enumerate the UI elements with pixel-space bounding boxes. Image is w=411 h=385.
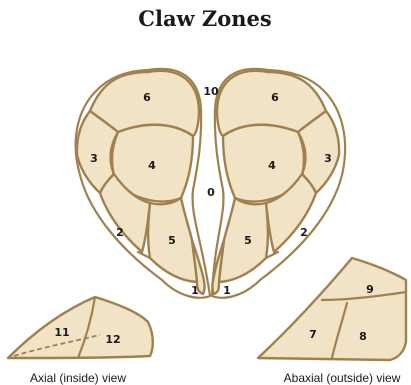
left-label-2: 2	[116, 226, 124, 239]
page-title: Claw Zones	[138, 6, 271, 31]
right-label-1: 1	[223, 284, 231, 297]
abaxial-caption: Abaxial (outside) view	[284, 371, 401, 385]
axial-caption: Axial (inside) view	[30, 371, 126, 385]
left-label-5: 5	[168, 234, 176, 247]
left-label-6: 6	[143, 91, 151, 104]
right-label-3: 3	[324, 152, 332, 165]
center-label-0: 0	[207, 186, 215, 199]
abaxial-outline	[258, 258, 406, 360]
right-label-6: 6	[271, 91, 279, 104]
abaxial-label-9: 9	[366, 283, 374, 296]
abaxial-view	[258, 258, 406, 360]
right-label-2: 2	[300, 226, 308, 239]
right-label-5: 5	[244, 234, 252, 247]
abaxial-label-7: 7	[309, 328, 317, 341]
abaxial-label-8: 8	[359, 330, 367, 343]
left-label-4: 4	[148, 159, 156, 172]
left-label-1: 1	[191, 284, 199, 297]
axial-view	[8, 297, 153, 358]
left-label-3: 3	[90, 152, 98, 165]
axial-label-11: 11	[54, 326, 69, 339]
right-label-4: 4	[268, 159, 276, 172]
center-label-10: 10	[203, 85, 219, 98]
axial-label-12: 12	[105, 333, 120, 346]
